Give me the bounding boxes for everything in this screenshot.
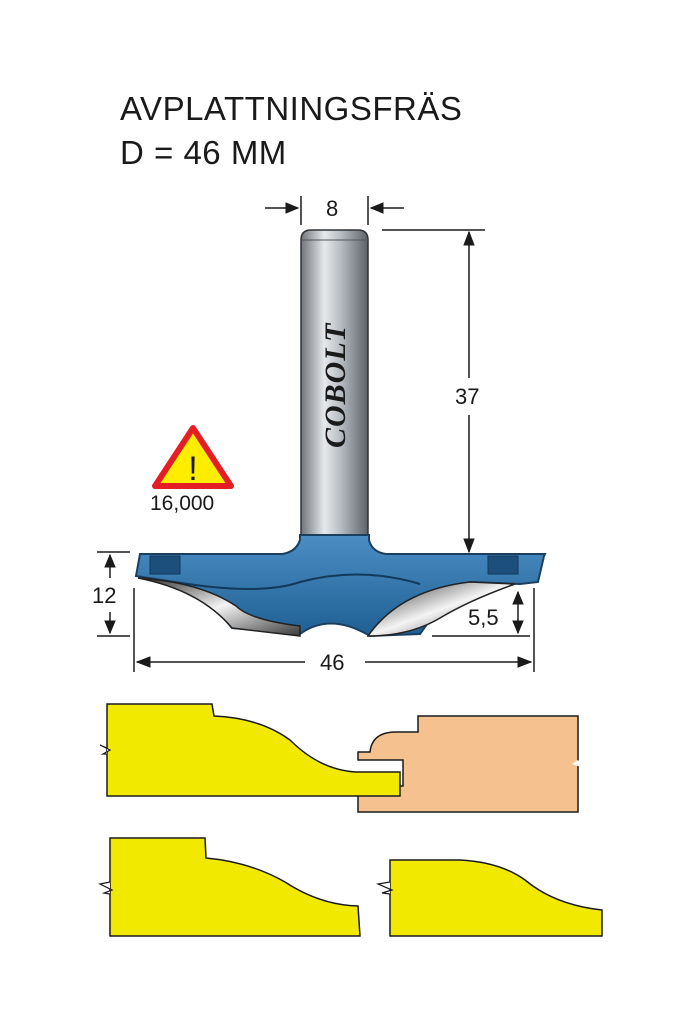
title-line-1: AVPLATTNINGSFRÄS [120,90,463,127]
title-line-2: D = 46 MM [120,134,287,171]
dimension-arrow-icon [512,590,524,605]
warning-triangle-icon: ! [152,425,234,489]
dimension-arrow-icon [463,230,475,246]
dimension-step-height [432,590,530,637]
profile-assembled [99,703,584,813]
profile-bottom-left [98,837,361,937]
dimension-shank-diameter [265,196,404,225]
dimension-label-step-height: 5,5 [468,605,499,630]
dimension-label-cutter-diameter: 46 [320,650,345,675]
dimension-label-shank-diameter: 8 [326,196,339,221]
left-blade [137,577,301,637]
shank: COBOLT [300,229,369,541]
right-blade [366,581,516,637]
dimension-label-cutter-height: 12 [92,583,117,608]
dimension-arrow-icon [463,538,475,554]
dimension-label-shank-length: 37 [455,384,480,409]
dimension-arrow-icon [135,656,151,668]
max-rpm-label: 16,000 [150,492,215,515]
warning-symbol: ! [188,450,197,488]
dimension-cutter-diameter [133,588,535,672]
mating-frame-profile [357,715,579,813]
dimension-shank-length [382,229,485,554]
dimension-cutter-height [97,551,130,637]
brand-label: COBOLT [319,322,352,448]
dimension-arrow-icon [104,553,116,568]
dimension-arrow-icon [285,202,300,214]
dimension-arrow-icon [104,620,116,635]
profile-bottom-right [375,859,603,937]
dimension-arrow-icon [517,656,533,668]
panel-profile-top [106,703,401,797]
dimension-arrow-icon [512,620,524,635]
dimension-arrow-icon [369,202,384,214]
